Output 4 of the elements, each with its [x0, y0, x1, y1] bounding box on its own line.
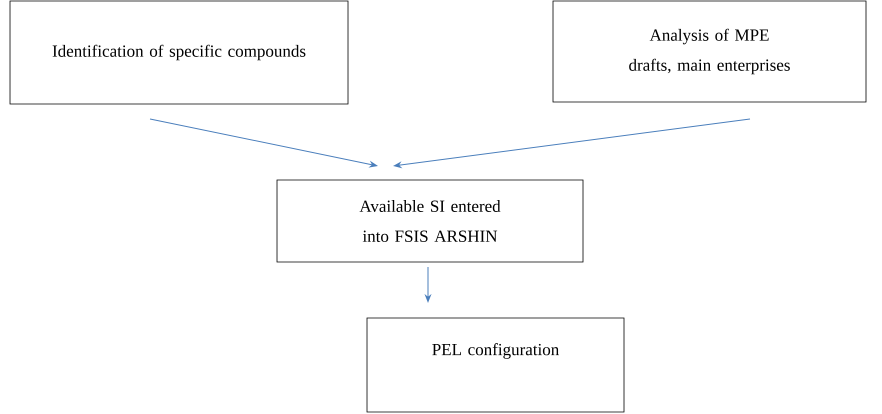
process-box: Analysis of MPE drafts, main enterprises — [552, 0, 866, 102]
process-box: PEL configuration — [366, 318, 624, 412]
process-box: Available SI entered into FSIS ARSHIN — [276, 180, 584, 262]
process-box: Identification of specific compounds — [10, 0, 348, 104]
